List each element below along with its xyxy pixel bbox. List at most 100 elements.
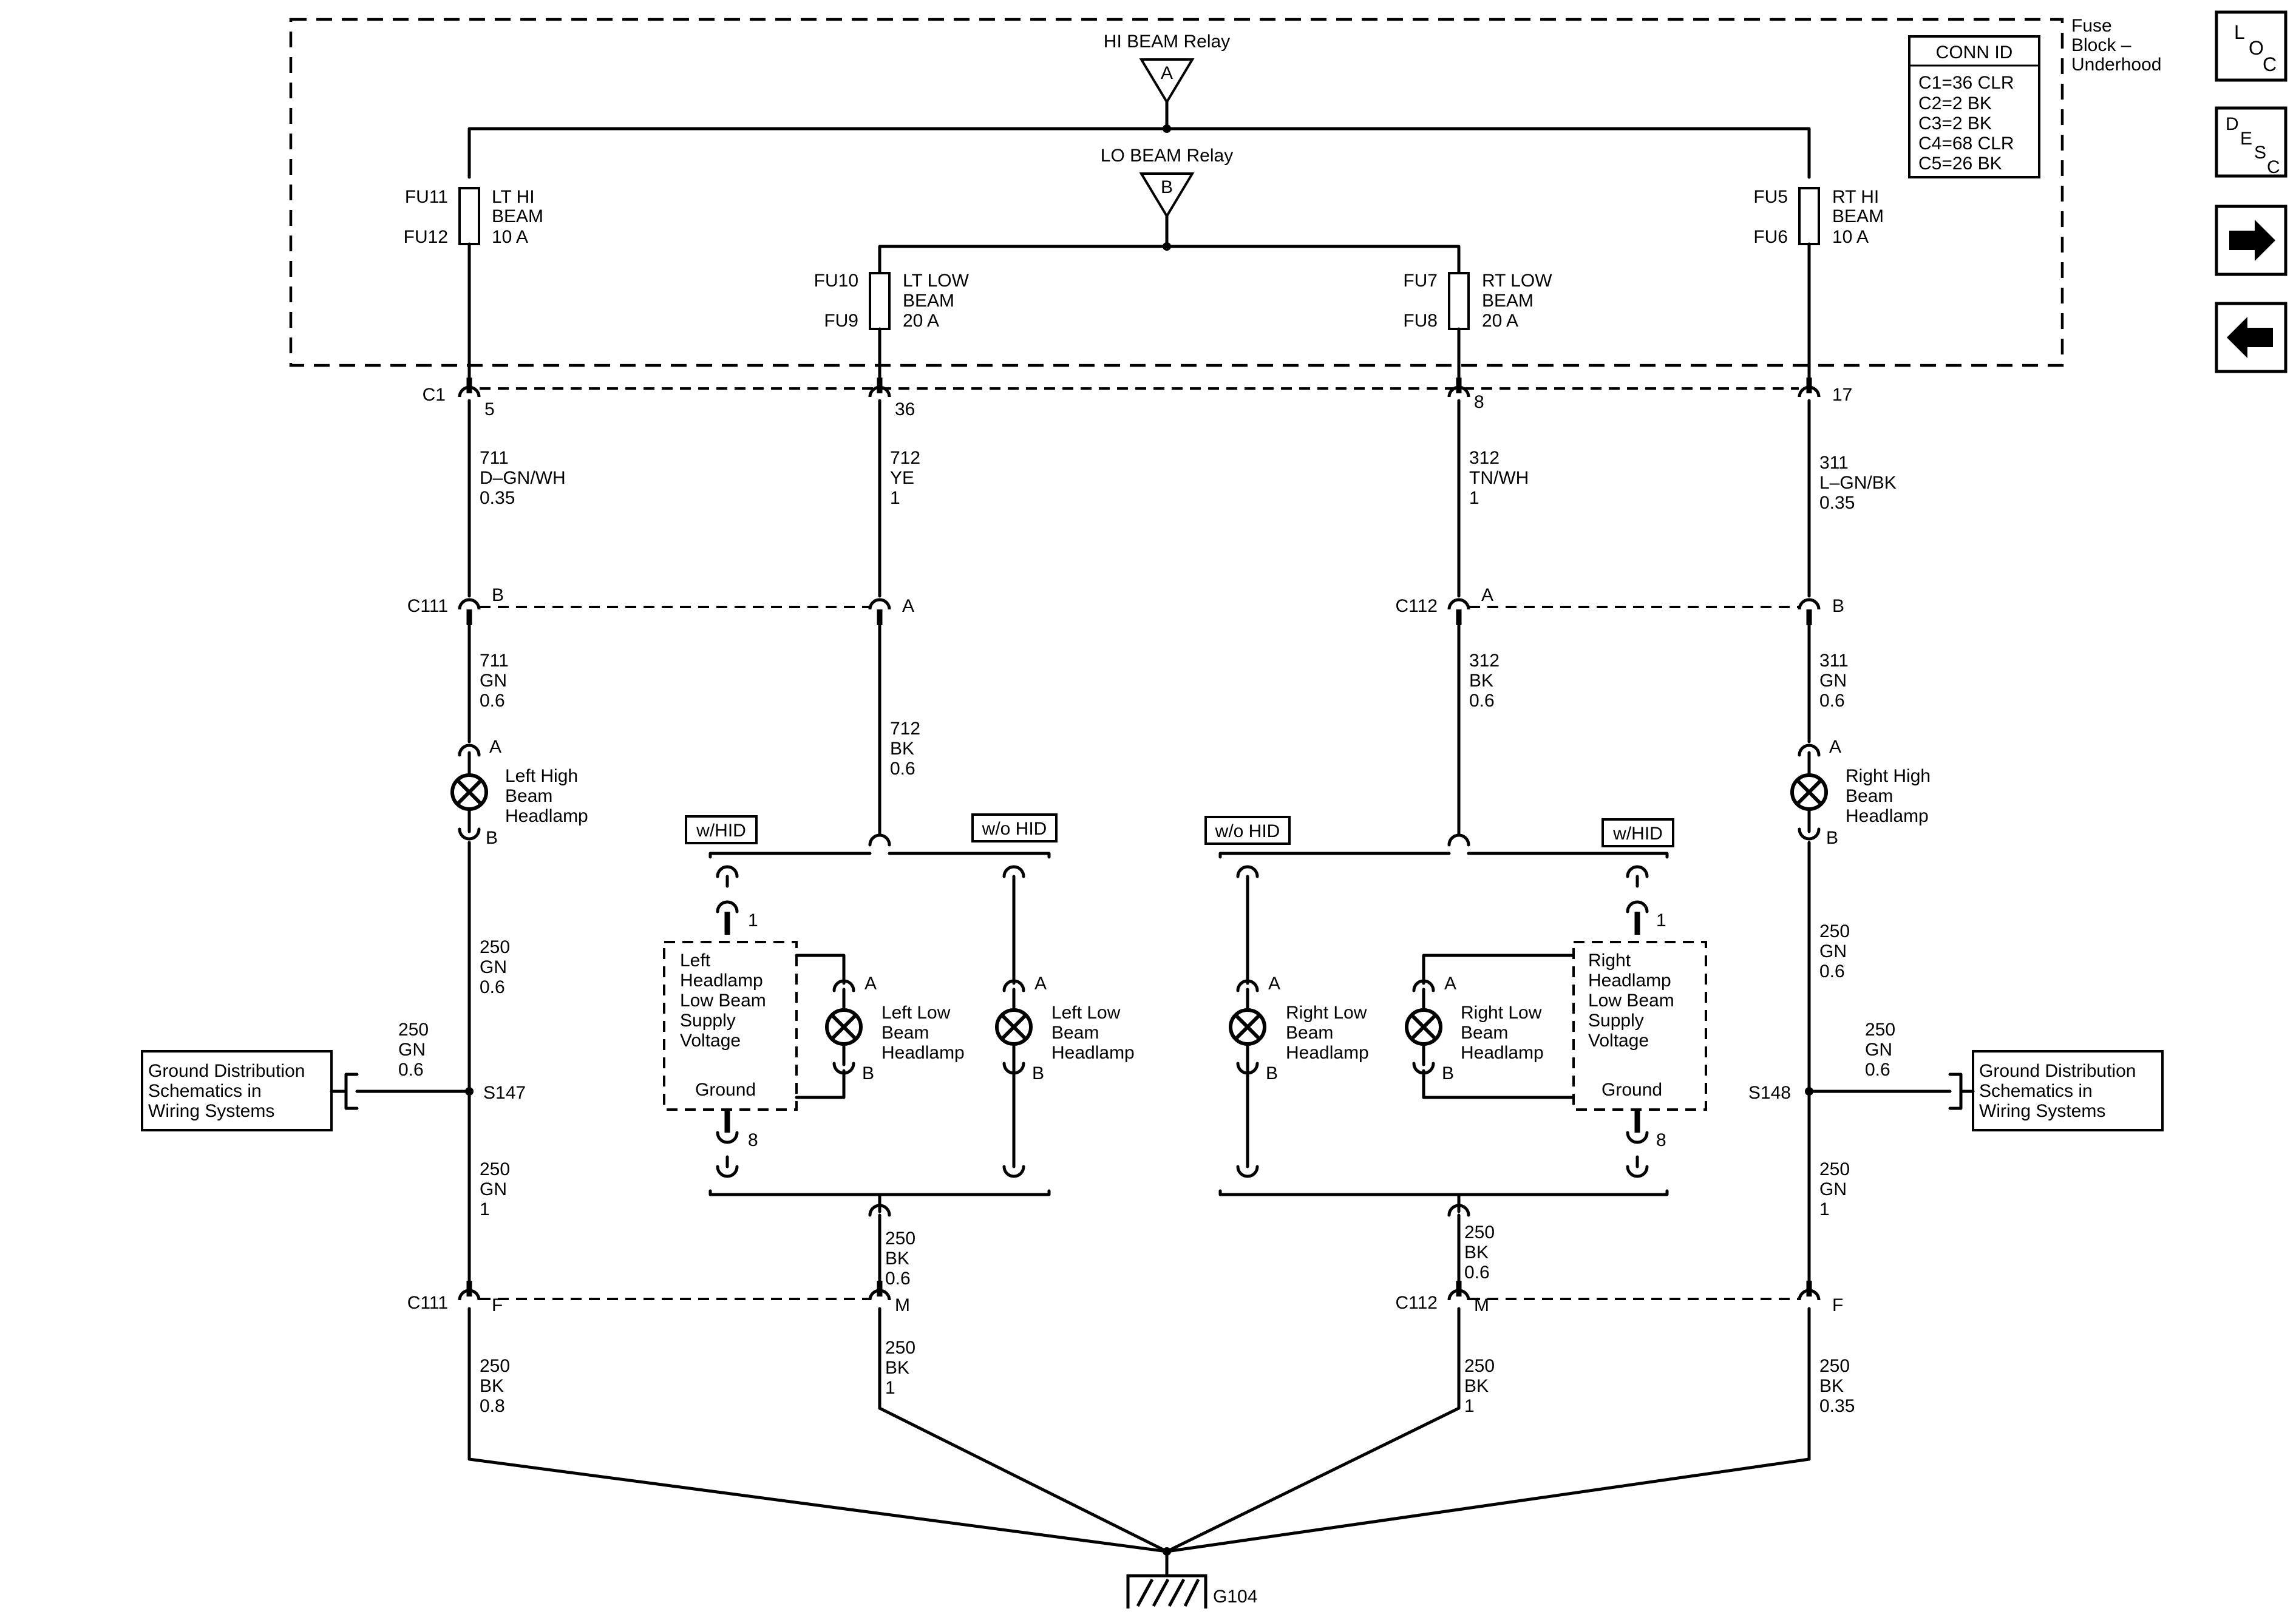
description-letter: C <box>2267 157 2280 177</box>
conn-id-row: C2=2 BK <box>1918 93 1992 114</box>
svg-text:GN: GN <box>1865 1040 1892 1060</box>
location-button[interactable]: L O C <box>2215 10 2288 82</box>
fuse-name: RT HI <box>1832 187 1879 207</box>
description-letter: E <box>2240 129 2252 149</box>
connector-pin: 17 <box>1832 385 1852 405</box>
right-low-beam-headlamp-halogen: A B Right Low Beam Headlamp <box>1229 974 1369 1083</box>
left-low-beam-headlamp-hid: A B Left Low Beam Headlamp <box>825 974 965 1083</box>
svg-text:BK: BK <box>1464 1242 1489 1263</box>
connector-pin: M <box>1474 1295 1489 1315</box>
hi-beam-relay-terminal: A <box>1161 63 1173 83</box>
svg-text:Schematics in: Schematics in <box>1979 1081 2093 1101</box>
arrow-left-icon <box>2227 317 2273 358</box>
svg-text:0.35: 0.35 <box>1819 493 1855 513</box>
wire-250-bk-left-mid: 250 BK 0.6 <box>885 1229 915 1289</box>
splice-label: S148 <box>1748 1083 1791 1103</box>
description-letter: S <box>2254 143 2266 163</box>
fuse-block-title: Fuse <box>2071 16 2112 36</box>
svg-text:312: 312 <box>1469 448 1500 468</box>
fuse-rating: 10 A <box>492 227 528 247</box>
svg-text:1: 1 <box>480 1199 490 1219</box>
svg-text:Headlamp: Headlamp <box>881 1043 965 1063</box>
fuse-id: FU6 <box>1753 227 1788 247</box>
fuse-name: BEAM <box>1482 291 1533 311</box>
connector-c112-upper: C112 A B <box>1396 585 1844 625</box>
description-button[interactable]: D E S C <box>2215 106 2288 178</box>
wire-250-bk-left-center: 250 BK 1 <box>885 1338 915 1398</box>
svg-text:GN: GN <box>398 1040 426 1060</box>
ground-icon <box>1136 1578 1200 1607</box>
lamp-label: Left High <box>505 766 578 786</box>
fuse-id: FU12 <box>404 227 448 247</box>
svg-text:250: 250 <box>1865 1020 1895 1040</box>
wire-250-gn-left-upper: 250 GN 0.6 <box>480 937 510 997</box>
svg-text:w/HID: w/HID <box>696 821 746 841</box>
svg-text:0.6: 0.6 <box>1865 1060 1890 1080</box>
fuse-rating: 20 A <box>1482 311 1518 331</box>
pin-label: A <box>489 737 501 757</box>
option-tag-w-hid-right: w/HID <box>1601 818 1674 847</box>
lamp-label: Beam <box>1846 786 1893 806</box>
left-high-beam-headlamp: A B Left High Beam Headlamp <box>450 737 588 848</box>
description-letter: D <box>2226 114 2239 134</box>
svg-text:312: 312 <box>1469 651 1500 671</box>
ground-distribution-reference-right[interactable]: Ground Distribution Schematics in Wiring… <box>1972 1050 2164 1131</box>
svg-text:Right: Right <box>1588 951 1631 971</box>
svg-text:0.6: 0.6 <box>480 977 505 997</box>
svg-text:0.6: 0.6 <box>480 691 505 711</box>
svg-text:250: 250 <box>1819 1159 1850 1179</box>
connector-pin: 36 <box>895 399 915 419</box>
conn-id-row: C5=26 BK <box>1918 154 2002 174</box>
connector-pin: A <box>902 596 914 616</box>
connector-name: C111 <box>407 596 448 616</box>
connector-name: C112 <box>1396 1293 1438 1313</box>
svg-text:Left Low: Left Low <box>881 1003 951 1023</box>
connector-pin: 5 <box>484 399 495 419</box>
svg-text:Headlamp: Headlamp <box>680 971 763 991</box>
connector-name: C1 <box>423 385 446 405</box>
svg-text:Supply: Supply <box>680 1011 736 1031</box>
wire-311-lower: 311 GN 0.6 <box>1819 651 1849 711</box>
wire-250-bk-right-mid: 250 BK 0.6 <box>1464 1222 1495 1283</box>
connector-pin: B <box>492 585 504 605</box>
pin-label: 8 <box>748 1130 758 1150</box>
svg-text:712: 712 <box>890 719 920 739</box>
option-tag-w-hid-left: w/HID <box>685 815 758 844</box>
left-hid-ballast-module: Left Headlamp Low Beam Supply Voltage Gr… <box>663 941 798 1111</box>
svg-text:w/o HID: w/o HID <box>982 819 1047 839</box>
svg-text:711: 711 <box>480 448 509 468</box>
right-hid-ballast-module: Right Headlamp Low Beam Supply Voltage G… <box>1572 941 1707 1111</box>
wire-250-bk-right-lower: 250 BK 0.35 <box>1819 1356 1855 1416</box>
wire-312-upper: 312 TN/WH 1 <box>1469 448 1529 508</box>
wire-311-upper: 311 L–GN/BK 0.35 <box>1819 453 1897 513</box>
svg-text:TN/WH: TN/WH <box>1469 468 1529 488</box>
lamp-label: Headlamp <box>505 806 588 826</box>
svg-text:B: B <box>1442 1063 1454 1083</box>
connector-pin: A <box>1481 585 1493 605</box>
svg-text:BK: BK <box>480 1376 504 1396</box>
fuse-block-title: Underhood <box>2071 55 2161 75</box>
fuse-rating: 20 A <box>903 311 939 331</box>
svg-text:712: 712 <box>890 448 920 468</box>
lamp-label: Beam <box>505 786 552 806</box>
fuse-lt-hi-beam: FU11 FU12 LT HI BEAM 10 A <box>404 187 543 247</box>
fuse-name: BEAM <box>903 291 954 311</box>
fuse-rating: 10 A <box>1832 227 1869 247</box>
previous-page-button[interactable] <box>2215 302 2288 373</box>
next-page-button[interactable] <box>2215 205 2288 276</box>
svg-text:Headlamp: Headlamp <box>1286 1043 1369 1063</box>
svg-text:0.6: 0.6 <box>885 1269 911 1289</box>
svg-text:250: 250 <box>885 1229 915 1249</box>
ground-distribution-reference-left[interactable]: Ground Distribution Schematics in Wiring… <box>141 1050 333 1131</box>
location-letter: C <box>2263 53 2277 75</box>
svg-text:YE: YE <box>890 468 914 488</box>
svg-text:w/o HID: w/o HID <box>1215 821 1280 841</box>
svg-text:Left Low: Left Low <box>1051 1003 1121 1023</box>
svg-text:0.6: 0.6 <box>1819 961 1845 981</box>
svg-text:Headlamp: Headlamp <box>1051 1043 1135 1063</box>
lamp-label: Headlamp <box>1846 806 1929 826</box>
connector-pin: M <box>895 1295 910 1315</box>
wire-712-upper: 712 YE 1 <box>890 448 920 508</box>
fuse-name: BEAM <box>1832 206 1884 226</box>
svg-text:D–GN/WH: D–GN/WH <box>480 468 566 488</box>
